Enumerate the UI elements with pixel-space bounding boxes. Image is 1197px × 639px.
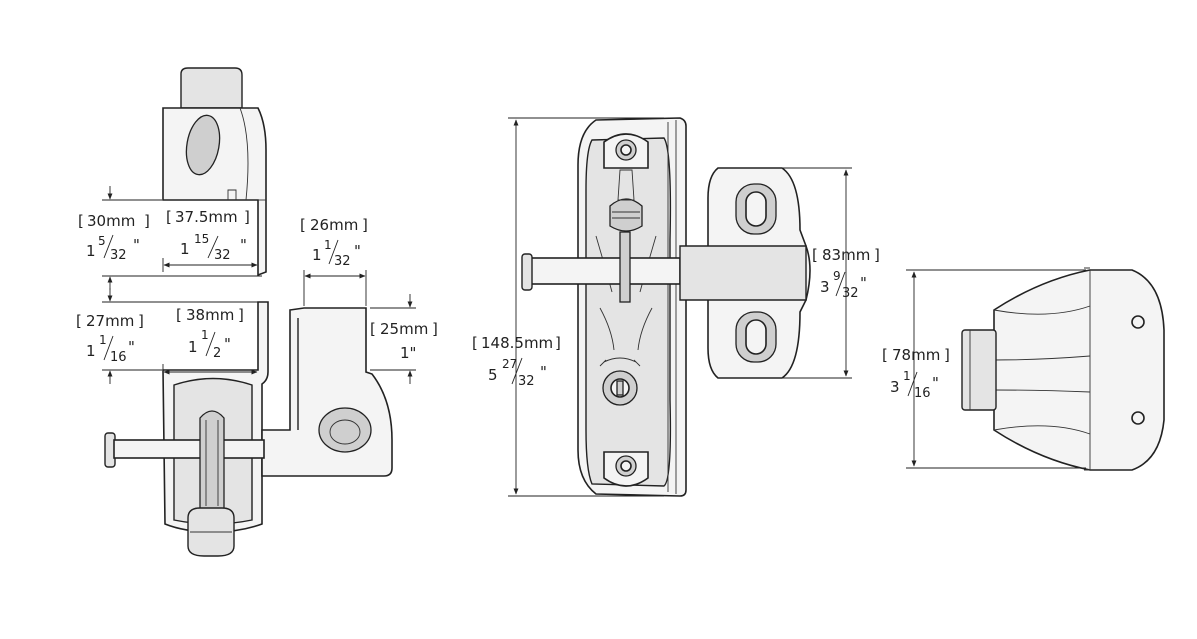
- dim-bottom-width: [ 38mm ] 1 1 2 ": [176, 306, 244, 361]
- svg-text:": ": [240, 236, 247, 254]
- svg-text:1: 1: [180, 240, 190, 258]
- svg-text:]: ]: [144, 212, 150, 230]
- svg-text:30mm: 30mm: [87, 212, 135, 230]
- svg-text:148.5mm: 148.5mm: [481, 334, 553, 352]
- side-view-body: [104, 301, 393, 557]
- svg-text:]: ]: [555, 334, 561, 352]
- svg-text:]: ]: [944, 346, 950, 364]
- svg-text:15: 15: [194, 232, 209, 246]
- svg-text:3: 3: [820, 278, 830, 296]
- dim-bottom-height: [ 27mm ] 1 1 16 ": [76, 312, 144, 365]
- svg-text:": ": [860, 274, 867, 292]
- dim-front-height: [ 148.5mm ] 5 27 32 ": [472, 334, 561, 389]
- svg-text:27mm: 27mm: [86, 312, 134, 330]
- dim-top-height: [ 30mm ] 1 5 32 ": [78, 212, 150, 263]
- svg-text:]: ]: [138, 312, 144, 330]
- svg-text:9: 9: [833, 269, 841, 283]
- svg-text:1": 1": [400, 344, 416, 362]
- svg-text:1: 1: [86, 242, 96, 260]
- svg-text:[: [: [166, 208, 172, 226]
- svg-text:]: ]: [244, 208, 250, 226]
- svg-text:": ": [133, 236, 140, 254]
- svg-text:[: [: [882, 346, 888, 364]
- svg-text:3: 3: [890, 378, 900, 396]
- svg-text:1: 1: [86, 342, 96, 360]
- svg-text:[: [: [370, 320, 376, 338]
- svg-text:": ": [354, 242, 361, 260]
- svg-text:": ": [540, 363, 547, 381]
- end-view: [961, 267, 1165, 471]
- svg-text:1: 1: [324, 238, 332, 252]
- svg-text:83mm: 83mm: [822, 246, 870, 264]
- svg-text:": ": [128, 338, 135, 356]
- svg-text:1: 1: [99, 333, 107, 347]
- svg-text:5: 5: [98, 234, 106, 248]
- striker-keeper: [679, 167, 811, 379]
- svg-text:26mm: 26mm: [310, 216, 358, 234]
- svg-text:78mm: 78mm: [892, 346, 940, 364]
- svg-text:[: [: [76, 312, 82, 330]
- dim-end-height: [ 78mm ] 3 1 16 ": [882, 346, 950, 401]
- svg-text:[: [: [176, 306, 182, 324]
- dim-side-width: [ 26mm ] 1 1 32 ": [300, 216, 368, 269]
- svg-text:27: 27: [502, 357, 517, 371]
- svg-text:25mm: 25mm: [380, 320, 428, 338]
- front-view: [521, 117, 687, 497]
- svg-text:32: 32: [334, 254, 351, 269]
- svg-text:5: 5: [488, 366, 498, 384]
- svg-text:32: 32: [110, 248, 127, 263]
- svg-text:32: 32: [214, 248, 231, 263]
- svg-text:]: ]: [362, 216, 368, 234]
- svg-text:[: [: [300, 216, 306, 234]
- svg-text:32: 32: [518, 374, 535, 389]
- svg-text:": ": [224, 335, 231, 353]
- dim-striker-height: [ 83mm ] 3 9 32 ": [812, 246, 880, 301]
- dim-top-width: [ 37.5mm ] 1 15 32 ": [166, 208, 250, 263]
- svg-text:": ": [932, 374, 939, 392]
- svg-text:1: 1: [312, 246, 322, 264]
- svg-text:16: 16: [914, 386, 931, 401]
- top-view-cap: [162, 67, 267, 277]
- svg-text:]: ]: [874, 246, 880, 264]
- svg-text:32: 32: [842, 286, 859, 301]
- svg-text:[: [: [472, 334, 478, 352]
- svg-text:]: ]: [238, 306, 244, 324]
- svg-text:[: [: [812, 246, 818, 264]
- dimension-lines: [102, 117, 1086, 497]
- svg-text:1: 1: [188, 338, 198, 356]
- svg-text:16: 16: [110, 350, 127, 365]
- svg-text:]: ]: [432, 320, 438, 338]
- svg-text:37.5mm: 37.5mm: [175, 208, 238, 226]
- svg-text:2: 2: [213, 346, 221, 361]
- svg-text:1: 1: [903, 369, 911, 383]
- dim-side-height: [ 25mm ] 1": [370, 320, 438, 362]
- svg-text:1: 1: [201, 328, 209, 342]
- svg-text:38mm: 38mm: [186, 306, 234, 324]
- svg-text:[: [: [78, 212, 84, 230]
